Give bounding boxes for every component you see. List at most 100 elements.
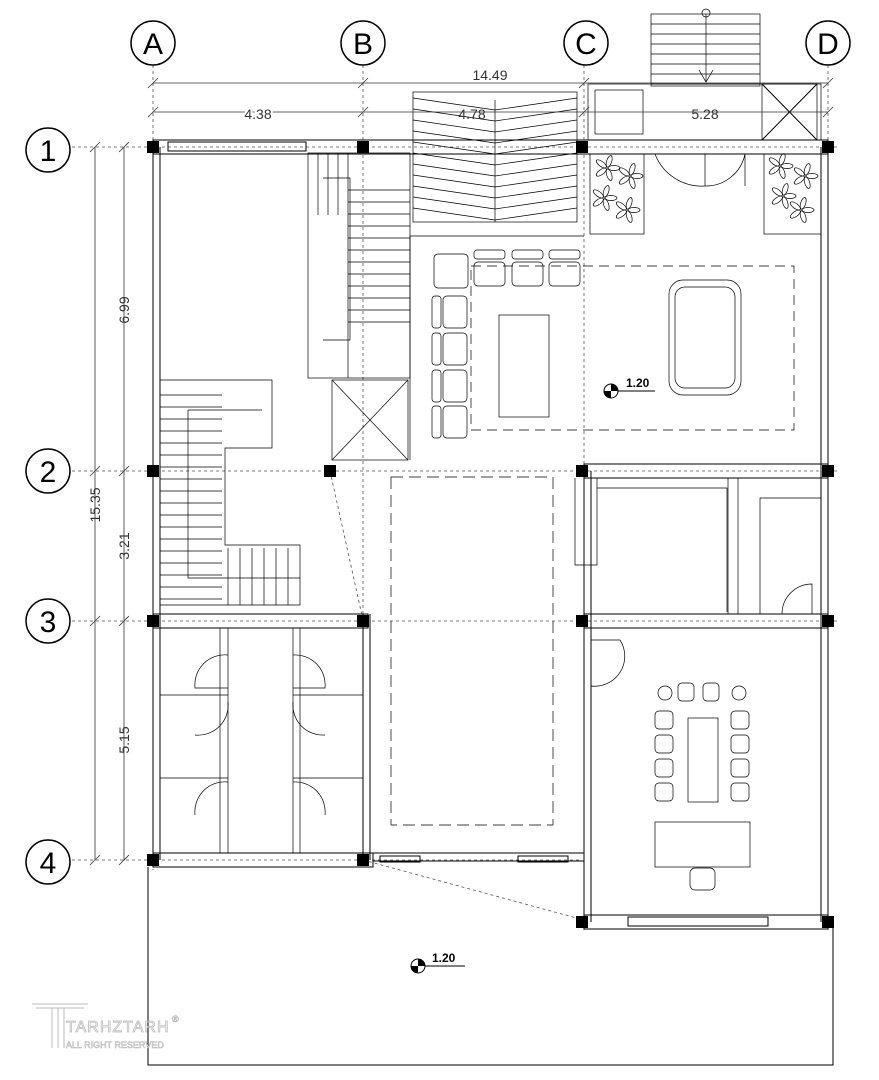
chair xyxy=(730,710,750,730)
exterior-stair xyxy=(650,8,761,87)
grid-bubble-b: B xyxy=(340,20,386,66)
sofa-back xyxy=(511,249,544,260)
grid-bubble-3: 3 xyxy=(25,598,71,644)
sofa-cushion xyxy=(511,261,544,287)
plant-leaf xyxy=(789,209,801,219)
column xyxy=(822,615,834,627)
sofa-cushion xyxy=(442,332,468,366)
chair xyxy=(654,758,674,778)
chair xyxy=(654,734,674,754)
svg-text:C: C xyxy=(575,28,597,61)
wc-rooms xyxy=(160,628,363,853)
dim-bay-bc: 4.78 xyxy=(458,106,485,122)
column xyxy=(147,615,159,627)
plant-leaf xyxy=(615,209,627,219)
step xyxy=(494,174,578,188)
plant-leaf xyxy=(604,195,618,201)
column xyxy=(357,141,369,153)
column xyxy=(822,465,834,477)
sofa-cushion xyxy=(442,369,468,403)
plant-leaf xyxy=(592,197,604,207)
column xyxy=(147,465,159,477)
dim-span-34: 5.15 xyxy=(116,726,132,753)
column xyxy=(324,465,336,477)
plant-leaf xyxy=(618,167,630,177)
sofa-cushion xyxy=(473,261,506,287)
plant-leaf xyxy=(605,155,613,168)
walls xyxy=(147,139,834,1066)
staircase-1 xyxy=(307,152,411,461)
step xyxy=(412,108,496,122)
step xyxy=(494,207,578,221)
plant-leaf xyxy=(602,185,610,198)
plant-leaf xyxy=(799,197,807,210)
svg-text:3: 3 xyxy=(40,606,57,639)
sofa-cushion xyxy=(442,295,468,329)
step xyxy=(494,196,578,210)
chair xyxy=(677,682,695,702)
svg-text:1.20: 1.20 xyxy=(432,951,456,965)
column xyxy=(147,854,159,866)
sofa-back xyxy=(431,405,442,439)
dim-tick xyxy=(118,465,130,477)
dim-tick xyxy=(147,77,159,89)
grid-bubble-2: 2 xyxy=(25,448,71,494)
grid-bubble-4: 4 xyxy=(25,839,71,885)
plant-leaf xyxy=(799,210,807,223)
column xyxy=(576,465,588,477)
step xyxy=(412,185,496,199)
plant-icons xyxy=(592,153,819,223)
dim-tick xyxy=(578,106,590,118)
watermark-logo: TARHZTARH ALL RIGHT RESERVED ® xyxy=(32,1003,179,1050)
step xyxy=(494,130,578,144)
column xyxy=(576,141,588,153)
plant-leaf xyxy=(771,195,783,205)
sofa-cushion xyxy=(442,405,468,439)
sofa-back xyxy=(431,295,442,329)
column xyxy=(357,854,369,866)
dim-tick xyxy=(89,854,101,866)
column xyxy=(147,141,159,153)
dim-tick xyxy=(89,141,101,153)
chair xyxy=(730,782,750,802)
dim-tick xyxy=(578,77,590,89)
column xyxy=(822,916,834,928)
dimension-labels: 14.49 4.38 4.78 5.28 15.35 6.99 3.21 5.1… xyxy=(87,67,719,754)
step xyxy=(412,196,496,210)
grid-bubble-c: C xyxy=(563,20,609,66)
plant-leaf xyxy=(618,175,630,185)
step xyxy=(494,163,578,177)
step xyxy=(494,119,578,133)
dim-tick xyxy=(118,615,130,627)
column xyxy=(576,615,588,627)
svg-text:1.20: 1.20 xyxy=(626,376,650,390)
sofa-cushion xyxy=(548,261,581,287)
chair xyxy=(654,782,674,802)
sofa-back xyxy=(473,249,506,260)
svg-text:2: 2 xyxy=(40,456,57,489)
plant-leaf xyxy=(625,210,633,223)
grid-bubble-a: A xyxy=(130,20,176,66)
plant-leaf xyxy=(803,176,811,189)
step xyxy=(494,152,578,166)
chair xyxy=(654,710,674,730)
svg-text:D: D xyxy=(817,28,839,61)
level-marker-terrace: 1.20 xyxy=(410,951,465,974)
step xyxy=(412,141,496,155)
plant-leaf xyxy=(768,157,780,167)
dim-tick xyxy=(89,615,101,627)
plant-leaf xyxy=(595,167,607,177)
dimension-lines xyxy=(89,77,834,866)
svg-text:®: ® xyxy=(172,1014,179,1024)
plant-leaf xyxy=(602,198,610,211)
plant-leaf xyxy=(803,163,811,176)
plant-leaf xyxy=(793,175,805,185)
level-marker-living: 1.20 xyxy=(603,376,655,399)
dim-tick xyxy=(118,141,130,153)
svg-text:A: A xyxy=(143,28,163,61)
plant-leaf xyxy=(625,197,633,210)
staircase-2 xyxy=(160,379,301,606)
svg-text:B: B xyxy=(353,28,373,61)
step xyxy=(494,141,578,155)
grid-lines xyxy=(72,65,840,930)
